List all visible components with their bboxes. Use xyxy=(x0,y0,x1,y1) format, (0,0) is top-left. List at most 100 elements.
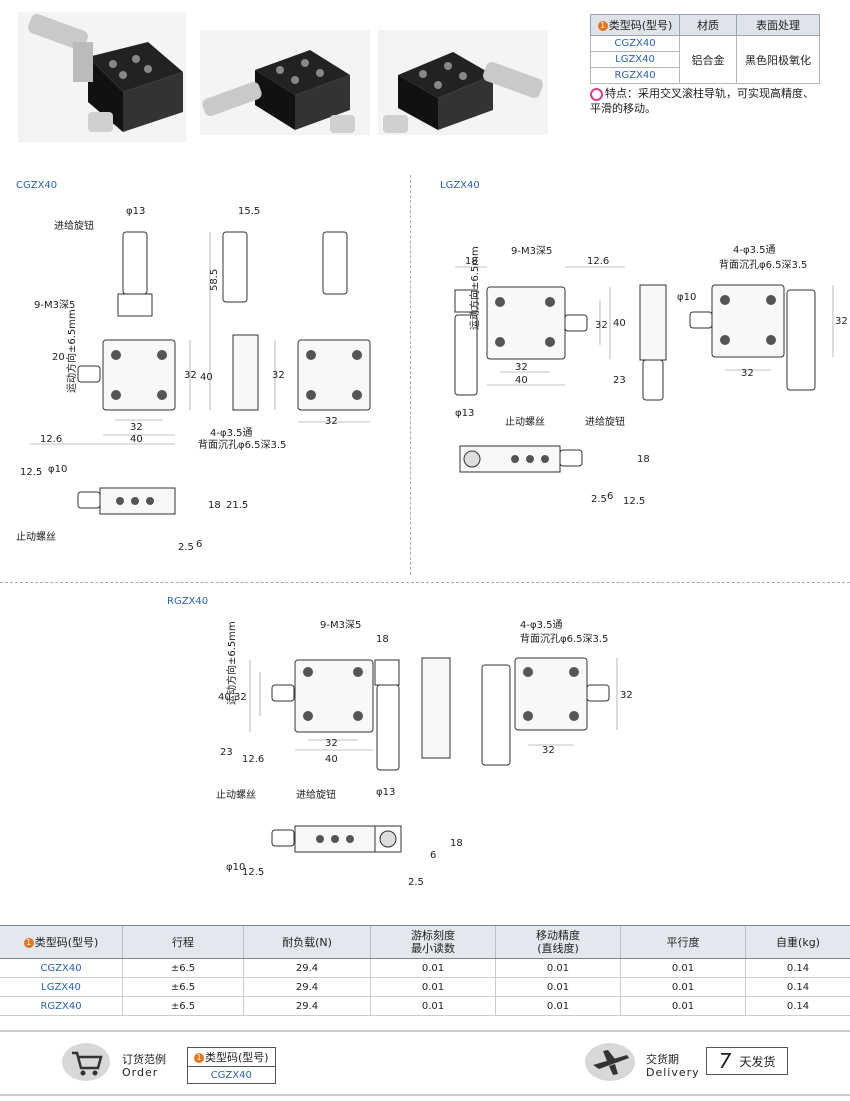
lg-label-23: 23 xyxy=(613,375,626,386)
rg-label-23: 23 xyxy=(220,747,233,758)
product-photo-lgzx40 xyxy=(200,30,370,135)
number-one-badge-icon: 1 xyxy=(23,937,34,948)
cg-label-2-5: 2.5 xyxy=(178,542,194,553)
cg-label-32c: 32 xyxy=(130,422,143,433)
rg-label-d10: φ10 xyxy=(226,862,245,873)
lg-label-6: 6 xyxy=(607,491,613,502)
feature-dot-icon xyxy=(590,87,603,101)
spec-cell: CGZX40 xyxy=(0,958,123,978)
cg-label-6: 6 xyxy=(196,539,202,550)
spec-cell: ±6.5 xyxy=(122,996,244,1016)
cg-label-feed-knob: 进给旋钮 xyxy=(54,219,94,232)
footer-bar xyxy=(0,1030,850,1096)
lg-label-12-5: 12.5 xyxy=(623,496,645,507)
material-table-header-surface: 表面处理 xyxy=(736,14,820,36)
lg-label-32b: 32 xyxy=(515,362,528,373)
cg-label-d13: φ13 xyxy=(126,206,145,217)
delivery-label-cn: 交货期 xyxy=(646,1053,679,1066)
material-value: 铝合金 xyxy=(679,35,737,84)
lg-label-18: 18 xyxy=(465,256,478,267)
material-model-rg: RGZX40 xyxy=(590,67,680,84)
lg-label-stop-screw: 止动螺丝 xyxy=(505,416,545,428)
lg-label-feed-knob: 进给旋钮 xyxy=(585,415,625,428)
spec-cell: 0.01 xyxy=(370,996,496,1016)
drawing-cgzx40: 进给旋钮 φ13 15.5 58.5 9-M3深5 运动方向±6.5mm 20 … xyxy=(16,206,371,553)
spec-cell: 0.14 xyxy=(745,958,850,978)
lg-label-travel: 运动方向±6.5mm xyxy=(468,246,481,330)
product-photo-cgzx40 xyxy=(18,12,186,142)
lg-label-18b: 18 xyxy=(637,454,650,465)
cart-icon xyxy=(62,1043,110,1081)
delivery-text: 天发货 xyxy=(739,1054,776,1069)
cg-label-58-5: 58.5 xyxy=(209,269,220,291)
lg-label-32c: 32 xyxy=(835,316,848,327)
lg-label-through-hole: 4-φ3.5通 xyxy=(733,244,775,256)
section-divider-horizontal xyxy=(0,582,850,583)
cg-label-32a: 32 xyxy=(184,370,197,381)
rg-label-32: 32 xyxy=(234,692,247,703)
cg-label-travel: 运动方向±6.5mm xyxy=(65,309,78,393)
rg-label-18: 18 xyxy=(376,634,389,645)
cg-label-m3: 9-M3深5 xyxy=(34,299,75,311)
number-one-badge-icon: 1 xyxy=(194,1053,204,1063)
lg-label-d10: φ10 xyxy=(677,292,696,303)
lg-label-12-6: 12.6 xyxy=(587,256,609,267)
rg-label-40: 40 xyxy=(218,692,231,703)
cg-label-through-hole: 4-φ3.5通 xyxy=(210,427,252,439)
spec-cell: 0.01 xyxy=(370,958,496,978)
lg-label-32a: 32 xyxy=(595,320,608,331)
rg-label-32c: 32 xyxy=(620,690,633,701)
cg-label-12-6: 12.6 xyxy=(40,434,62,445)
section-label-rg: RGZX40 xyxy=(167,596,209,607)
lg-label-32d: 32 xyxy=(741,368,754,379)
drawing-lgzx40: 18 9-M3深5 12.6 运动方向±6.5mm 32 40 23 32 40… xyxy=(454,244,848,507)
rg-label-32b: 32 xyxy=(325,738,338,749)
rg-label-stop-screw: 止动螺丝 xyxy=(216,789,256,801)
delivery-days: 7 xyxy=(718,1049,732,1073)
spec-header-accuracy: 移动精度 (直线度) xyxy=(495,925,621,959)
lg-label-d13: φ13 xyxy=(455,408,474,419)
spec-cell: 0.01 xyxy=(370,977,496,997)
cg-label-32b: 32 xyxy=(272,370,285,381)
table-row: LGZX40 ±6.5 29.4 0.01 0.01 0.01 0.14 xyxy=(0,977,850,997)
lg-label-40a: 40 xyxy=(613,318,626,329)
section-divider-vertical xyxy=(410,175,411,575)
airplane-icon xyxy=(585,1043,635,1081)
material-table-header-material: 材质 xyxy=(679,14,737,36)
lg-label-counterbore: 背面沉孔φ6.5深3.5 xyxy=(719,258,807,271)
spec-cell: 29.4 xyxy=(243,958,371,978)
spec-cell: 0.14 xyxy=(745,977,850,997)
drawing-rgzx40: 9-M3深5 18 运动方向±6.5mm 40 32 23 32 12.6 40… xyxy=(216,619,633,888)
rg-label-feed-knob: 进给旋钮 xyxy=(296,788,336,801)
spec-cell: RGZX40 xyxy=(0,996,123,1016)
rg-label-travel: 运动方向±6.5mm xyxy=(225,621,238,705)
cg-label-21-5: 21.5 xyxy=(226,500,248,511)
spec-header-load: 耐负载(N) xyxy=(243,925,371,959)
section-label-cg: CGZX40 xyxy=(16,180,58,191)
spec-cell: 0.01 xyxy=(495,977,621,997)
spec-header-stroke: 行程 xyxy=(122,925,244,959)
cg-label-40: 40 xyxy=(200,372,213,383)
rg-label-counterbore: 背面沉孔φ6.5深3.5 xyxy=(520,632,608,645)
cg-label-20: 20 xyxy=(52,352,65,363)
order-value: CGZX40 xyxy=(187,1066,276,1084)
spec-cell: LGZX40 xyxy=(0,977,123,997)
spec-cell: ±6.5 xyxy=(122,958,244,978)
spec-cell: 0.01 xyxy=(620,977,746,997)
lg-label-40b: 40 xyxy=(515,375,528,386)
delivery-label-en: Delivery xyxy=(646,1066,700,1079)
rg-label-m3: 9-M3深5 xyxy=(320,619,361,631)
rg-label-18b: 18 xyxy=(450,838,463,849)
number-one-badge-icon: 1 xyxy=(597,21,608,31)
rg-label-12-5: 12.5 xyxy=(242,867,264,878)
cg-label-15-5: 15.5 xyxy=(238,206,260,217)
cg-label-stop-screw: 止动螺丝 xyxy=(16,531,56,543)
rg-label-through-hole: 4-φ3.5通 xyxy=(520,619,562,631)
rg-label-40b: 40 xyxy=(325,754,338,765)
table-row: RGZX40 ±6.5 29.4 0.01 0.01 0.01 0.14 xyxy=(0,996,850,1016)
